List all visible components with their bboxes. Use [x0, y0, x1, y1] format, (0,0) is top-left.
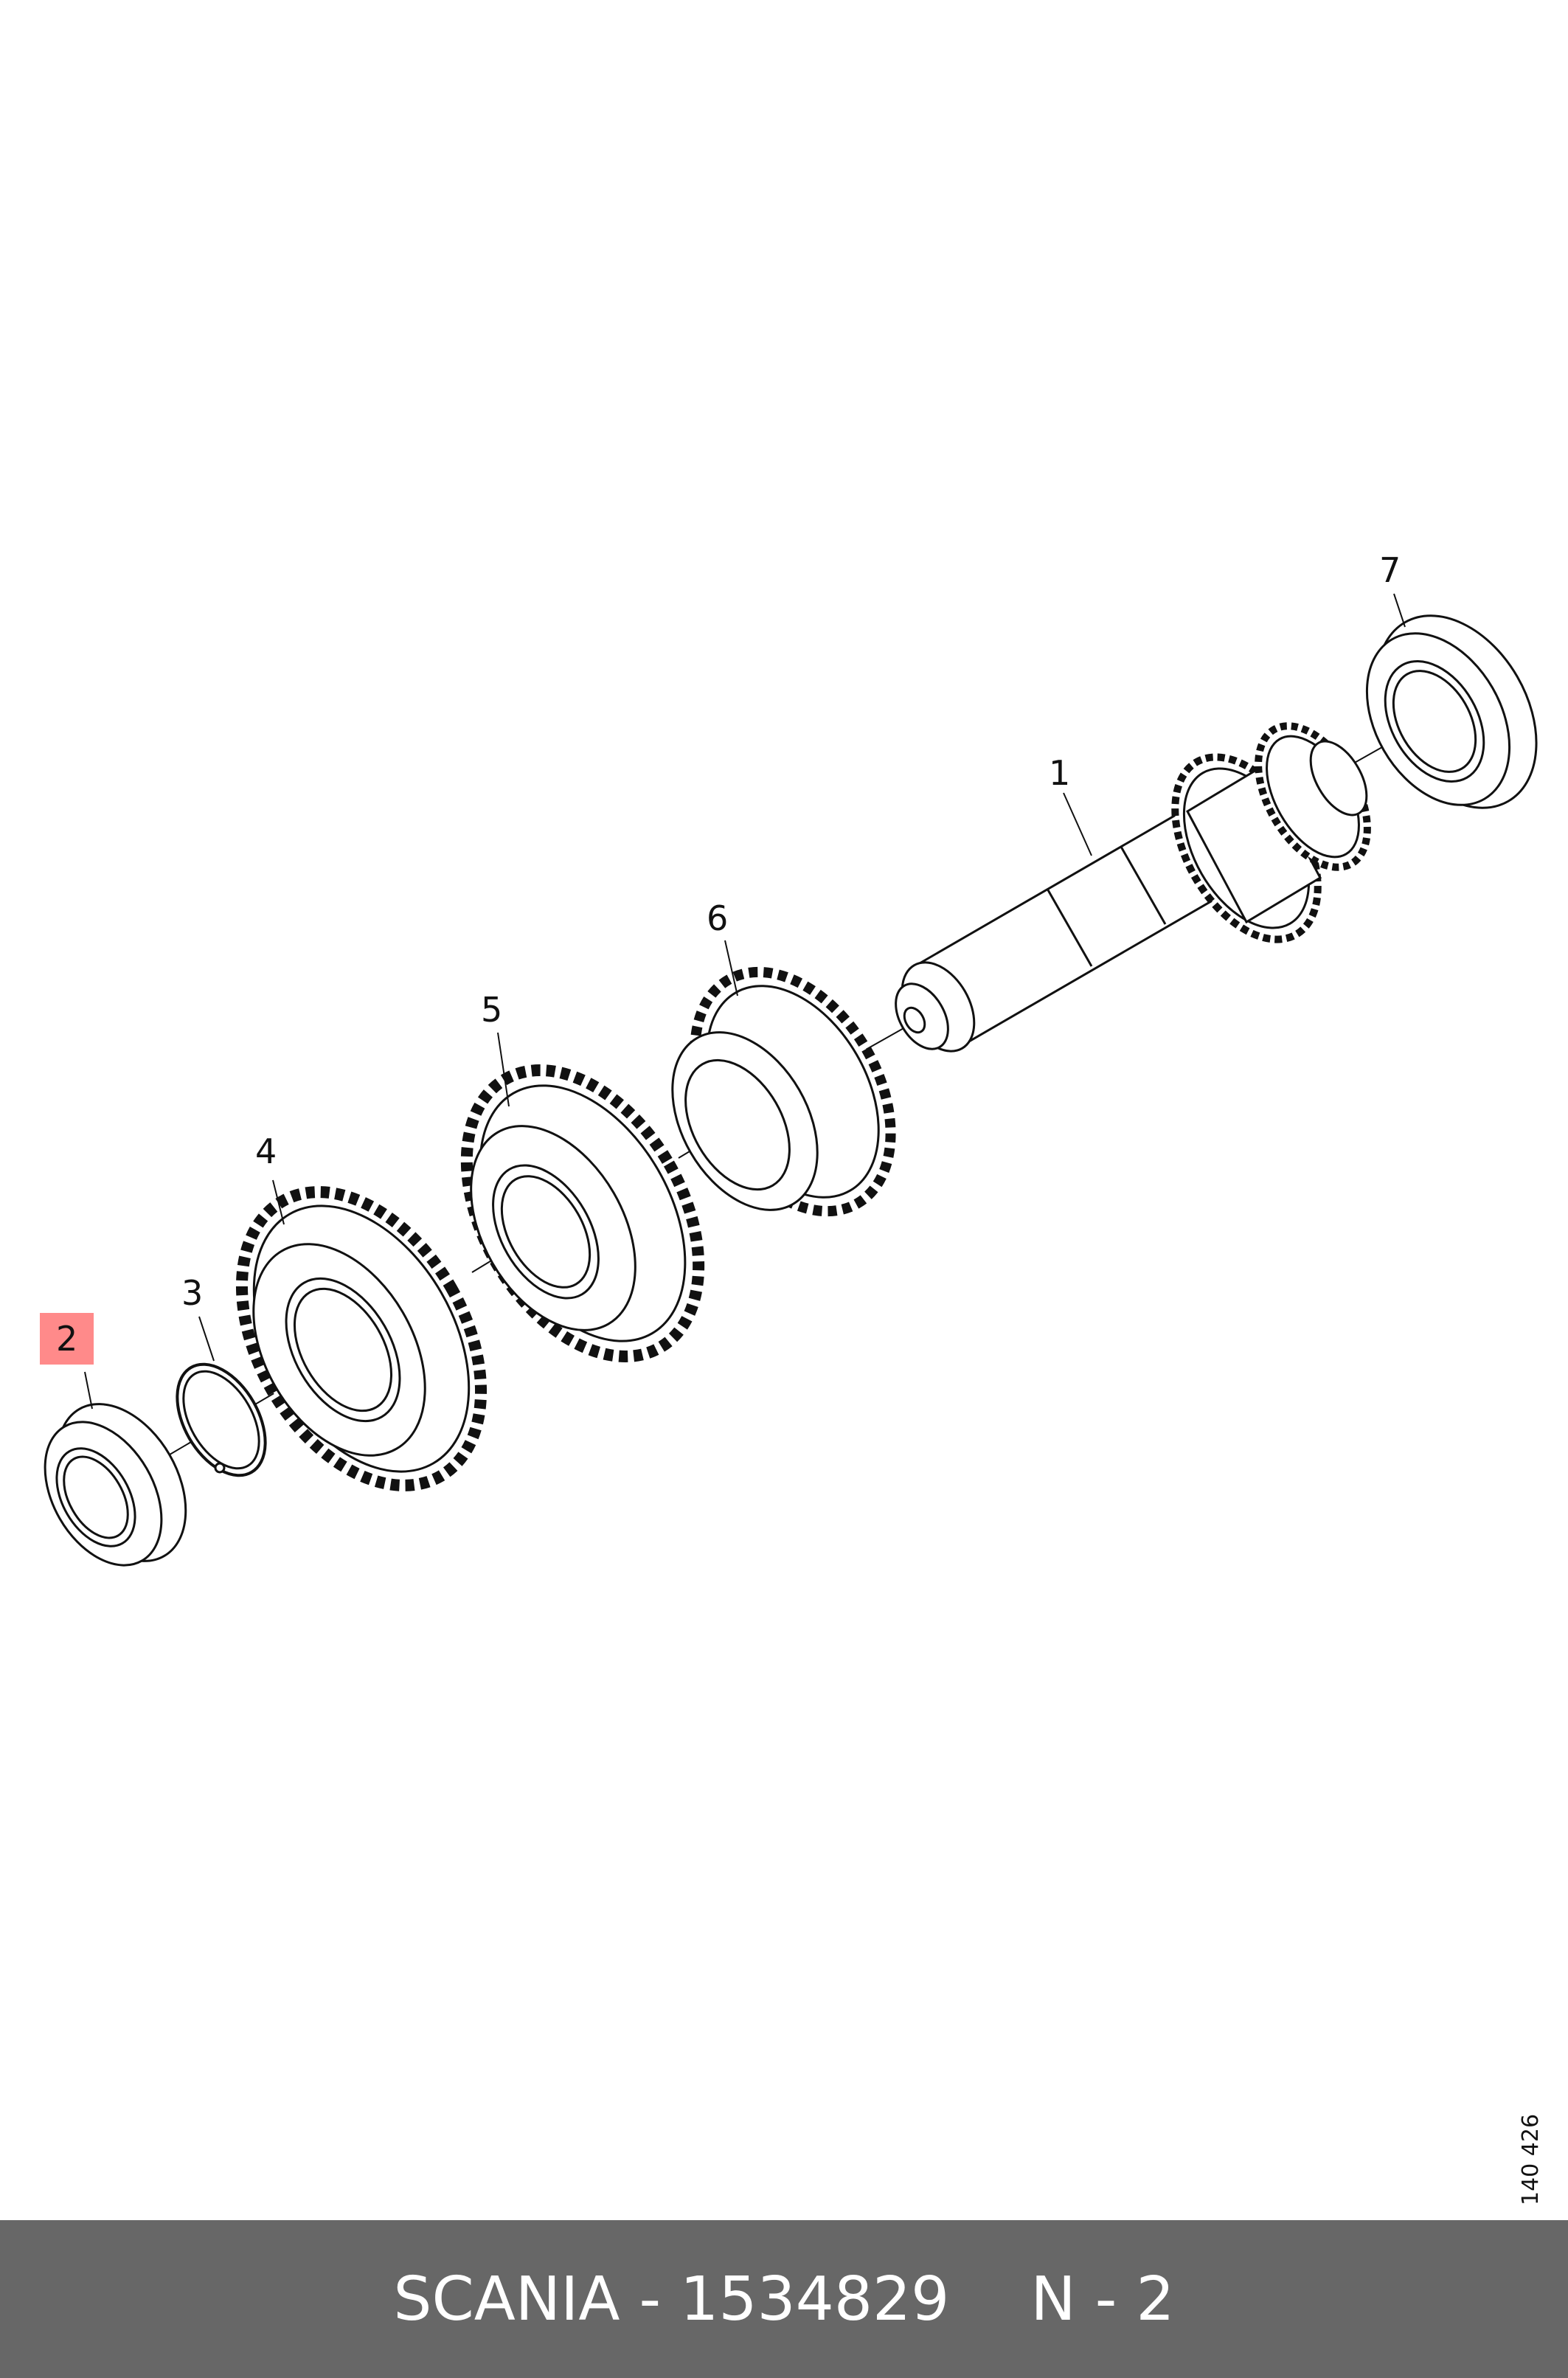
- part-1-shaft: [895, 722, 1371, 1053]
- callout-6: 6: [707, 898, 729, 938]
- leader-lines: [84, 593, 1406, 1410]
- callout-1: 1: [1049, 753, 1071, 793]
- part-7-bearing: [1365, 614, 1538, 809]
- part-4-gear: [235, 1186, 488, 1491]
- part-5-gear: [460, 1064, 705, 1362]
- part-6-gear: [671, 966, 896, 1217]
- part-2-bearing: [44, 1403, 187, 1567]
- footer-bar: SCANIA - 1534829 N - 2: [0, 2220, 1568, 2378]
- callout-2: 2: [40, 1313, 94, 1365]
- footer-position: N - 2: [1030, 2264, 1175, 2334]
- drawing-number: 140 426: [1518, 2113, 1544, 2205]
- part-3-snap-ring: [176, 1362, 267, 1477]
- footer-brand-part: SCANIA - 1534829: [393, 2264, 950, 2334]
- callout-7: 7: [1379, 550, 1401, 590]
- exploded-diagram: [44, 593, 1538, 1567]
- callout-5: 5: [481, 990, 503, 1030]
- callout-4: 4: [255, 1131, 277, 1171]
- callout-3: 3: [181, 1273, 204, 1313]
